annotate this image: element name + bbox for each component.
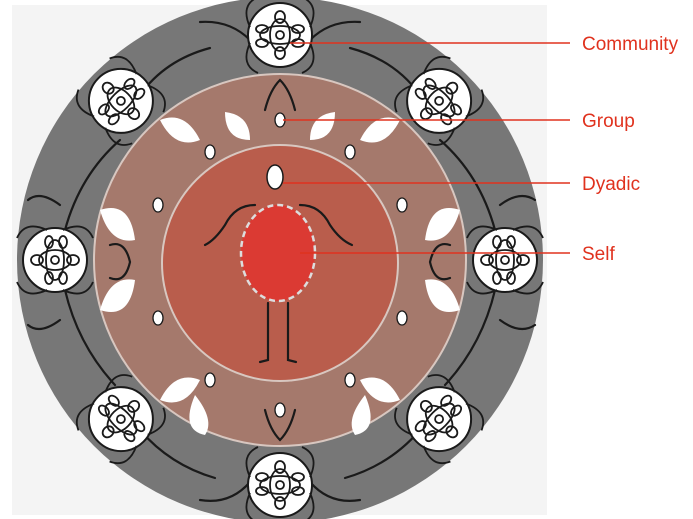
label-self: Self <box>582 244 615 265</box>
label-dyadic: Dyadic <box>582 174 640 195</box>
figure-head <box>267 165 283 189</box>
label-community: Community <box>582 34 679 55</box>
label-group: Group <box>582 111 635 132</box>
